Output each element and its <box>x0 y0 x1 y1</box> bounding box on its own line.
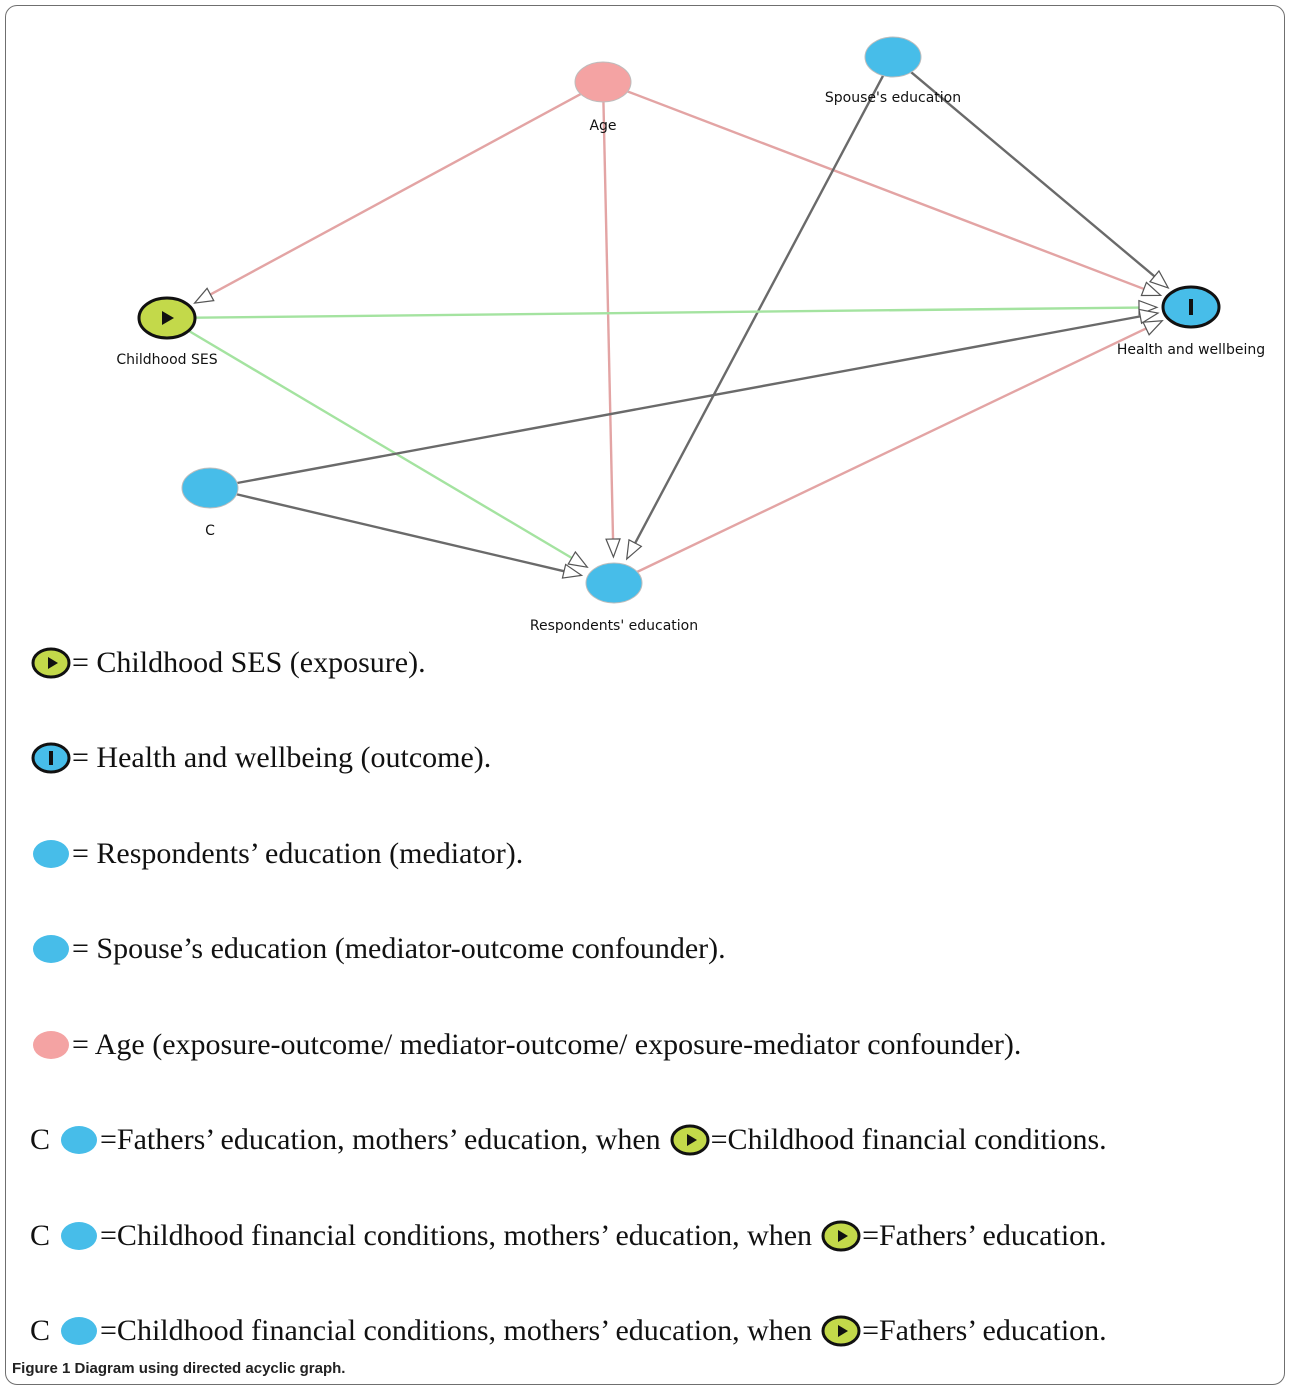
edge-age-to-health <box>627 90 1147 291</box>
blue-node-icon <box>30 932 72 966</box>
edge-childhood-to-respondents <box>187 329 575 561</box>
legend-text: = Health and wellbeing (outcome). <box>72 741 492 774</box>
figure-frame <box>5 5 1285 1385</box>
edge-c-to-health <box>236 314 1143 485</box>
arrowhead-age-to-childhood <box>193 287 215 304</box>
blue-node-icon <box>58 1123 100 1157</box>
node-age[interactable] <box>574 61 632 103</box>
exposure-node-icon <box>30 646 72 680</box>
legend-text: =Fathers’ education. <box>862 1219 1107 1252</box>
edge-spouse-to-health <box>910 71 1157 279</box>
legend-text: =Fathers’ education, mothers’ education,… <box>100 1123 661 1156</box>
exposure-node-icon <box>820 1314 862 1348</box>
play-icon <box>162 311 174 325</box>
arrowhead-respondents-to-health <box>1142 320 1164 336</box>
dag-diagram: Age Spouse's education Childhood SES Hea… <box>116 36 1265 634</box>
legend-text: = Spouse’s education (mediator-outcome c… <box>72 932 726 965</box>
arrowhead-age-to-respondents <box>605 538 621 559</box>
node-c[interactable] <box>181 467 239 509</box>
legend-row: = Spouse’s education (mediator-outcome c… <box>30 926 726 972</box>
edge-respondents-to-health <box>636 326 1149 573</box>
edge-spouse-to-respondents <box>633 75 885 546</box>
legend-prefix: C <box>30 1123 51 1156</box>
edge-c-to-respondents <box>236 493 567 573</box>
legend-text: = Respondents’ education (mediator). <box>72 837 524 870</box>
legend-row: C =Childhood financial conditions, mother… <box>30 1213 1107 1259</box>
node-spouse-education-label: Spouse's education <box>825 90 961 106</box>
exposure-node-icon <box>820 1219 862 1253</box>
node-age-label: Age <box>589 118 616 134</box>
legend-row: C =Fathers’ education, mothers’ education… <box>30 1117 1107 1163</box>
edges-layer <box>187 71 1170 579</box>
figure-caption: Figure 1 Diagram using directed acyclic … <box>12 1360 346 1377</box>
blue-node-icon <box>30 837 72 871</box>
nodes-layer: Age Spouse's education Childhood SES Hea… <box>116 36 1265 634</box>
legend-text: =Childhood financial conditions, mothers… <box>100 1314 813 1347</box>
legend-text: = Childhood SES (exposure). <box>72 646 426 679</box>
arrowhead-c-to-respondents <box>561 563 584 579</box>
legend-text: =Childhood financial conditions. <box>710 1123 1107 1156</box>
legend-text: =Fathers’ education. <box>862 1314 1107 1347</box>
legend-row: = Respondents’ education (mediator). <box>30 831 523 877</box>
node-spouse-education[interactable] <box>864 36 922 78</box>
arrowhead-spouse-to-health <box>1148 269 1170 289</box>
legend-text: =Childhood financial conditions, mothers… <box>100 1219 813 1252</box>
legend-text: = Age (exposure-outcome/ mediator-outcom… <box>72 1028 1022 1061</box>
node-respondents-education-label: Respondents' education <box>530 618 698 634</box>
node-respondents-education[interactable] <box>585 562 643 604</box>
node-c-label: C <box>205 523 215 539</box>
node-health-wellbeing-label: Health and wellbeing <box>1117 342 1265 358</box>
node-childhood-ses-label: Childhood SES <box>116 352 217 368</box>
legend-prefix: C <box>30 1219 51 1252</box>
arrowhead-age-to-health <box>1140 281 1163 297</box>
legend-prefix: C <box>30 1314 51 1347</box>
bar-icon <box>1189 299 1193 315</box>
edge-age-to-childhood <box>208 93 582 297</box>
edge-age-to-respondents <box>602 101 615 542</box>
pink-node-icon <box>30 1028 72 1062</box>
legend-row: = Age (exposure-outcome/ mediator-outcom… <box>30 1022 1021 1068</box>
legend-row: = Childhood SES (exposure). <box>30 640 426 686</box>
outcome-node-icon <box>30 741 72 775</box>
arrowhead-spouse-to-respondents <box>625 538 643 561</box>
legend-row: C =Childhood financial conditions, mother… <box>30 1308 1107 1354</box>
edge-childhood-to-health <box>194 306 1142 319</box>
blue-node-icon <box>58 1314 100 1348</box>
legend-row: = Health and wellbeing (outcome). <box>30 735 491 781</box>
arrowhead-childhood-to-respondents <box>567 550 589 569</box>
blue-node-icon <box>58 1219 100 1253</box>
exposure-node-icon <box>669 1123 711 1157</box>
arrowhead-c-to-health <box>1138 308 1160 325</box>
